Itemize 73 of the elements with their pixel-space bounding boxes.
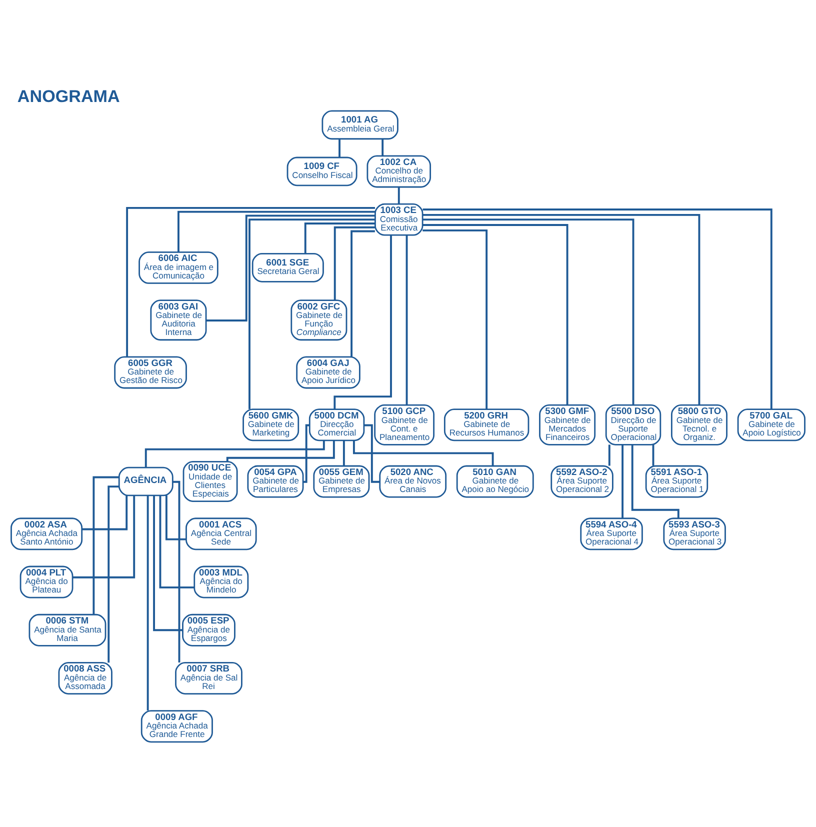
connector	[178, 210, 376, 252]
connector	[82, 495, 128, 530]
node-box: 5592 ASO-2 Área Suporte Operacional 2	[550, 464, 614, 498]
connector	[126, 206, 375, 356]
connector	[422, 208, 772, 409]
node-box: 0009 AGF Agência Achada Grande Frente	[140, 710, 213, 742]
node-box: 1009 CF Conselho Fiscal	[286, 156, 358, 186]
node-box: 6001 SGE Secretaria Geral	[252, 252, 324, 282]
connector	[422, 218, 634, 404]
node-box: 6002 GFC Gabinete de Função Compliance	[290, 299, 348, 340]
node-box: 0001 ACS Agência Central Sede	[186, 517, 257, 550]
node-box: 1003 CE Comissão Executiva	[374, 202, 424, 236]
connector	[248, 218, 376, 409]
node-box: 0002 ASA Agência Achada Santo António	[10, 517, 83, 550]
connector	[622, 444, 624, 518]
node-box: 5020 ANC Área de Novos Canais	[379, 464, 447, 498]
node-box: 0006 STM Agência de Santa Maria	[28, 613, 106, 646]
node-box: 5800 GTO Gabinete de Tecnol. e Organiz.	[670, 404, 728, 445]
connector	[406, 234, 408, 404]
connector	[608, 444, 610, 466]
connector	[364, 424, 380, 482]
node-box: 0003 MDL Agência do Mindelo	[194, 565, 249, 598]
node-box: 5100 GCP Gabinete de Cont. e Planeamento	[374, 404, 434, 445]
diagram-title: ANOGRAMA	[17, 86, 120, 106]
node-box: 5300 GMF Gabinete de Mercados Financeiros	[539, 404, 596, 445]
node-box: 5010 GAN Gabinete de Apoio ao Negócio	[456, 464, 534, 498]
node-box: 5500 DSO Direcção de Suporte Operacional	[605, 404, 662, 445]
connector	[172, 480, 180, 662]
node-box: 5600 GMK Gabinete de Marketing	[242, 408, 300, 441]
node-box: 5591 ASO-1 Área Suporte Operacional 1	[645, 464, 708, 498]
node-box: 5000 DCM Direcção Comercial	[308, 408, 365, 441]
connector	[422, 224, 568, 404]
connector	[342, 440, 345, 466]
node-box: 5700 GAL Gabinete de Apoio Logístico	[737, 408, 806, 441]
connector	[334, 234, 392, 409]
node-box: 6004 GAJ Gabinete de Apoio Jurídico	[296, 356, 360, 388]
connector	[422, 228, 488, 409]
node-box: 0004 PLT Agência do Plateau	[20, 565, 74, 598]
node-box: 0008 ASS Agência de Assomada	[58, 662, 112, 694]
connector	[422, 213, 700, 404]
connector	[652, 444, 654, 466]
connector	[350, 230, 375, 356]
node-box: 0054 GPA Gabinete de Particulares	[247, 464, 304, 498]
connector	[146, 495, 149, 710]
connector	[398, 186, 400, 204]
connector	[108, 485, 119, 662]
connector	[304, 222, 376, 254]
node-box: 1002 CA Concelho de Administração	[366, 154, 431, 188]
node-box: 0007 SRB Agência de Sal Rei	[175, 662, 242, 694]
connector	[334, 226, 376, 300]
node-box: 5594 ASO-4 Área Suporte Operacional 4	[580, 517, 643, 550]
connector	[352, 440, 494, 466]
node-box: 0055 GEM Gabinete de Empresas	[313, 464, 370, 498]
connector	[226, 440, 335, 462]
node-box: 6003 GAI Gabinete de Auditoria Interna	[150, 299, 207, 340]
connector	[382, 138, 384, 156]
connector	[92, 476, 119, 614]
connector	[338, 138, 340, 157]
node-box: 0090 UCE Unidade de Clientes Especiais	[182, 460, 238, 502]
connector	[153, 495, 183, 631]
connector	[144, 440, 325, 467]
connector	[165, 495, 186, 540]
node-box: 5593 ASO-3 Área Suporte Operacional 3	[663, 517, 726, 550]
node-box: 6005 GGR Gabinete de Gestão de Risco	[114, 356, 187, 388]
node-box: 5200 GRH Gabinete de Recursos Humanos	[444, 408, 530, 441]
connector	[206, 214, 376, 321]
node-box: 0005 ESP Agência de Espargos	[182, 613, 236, 646]
node-box: AGÊNCIA	[118, 466, 174, 496]
node-box: 1001 AG Assembleia Geral	[322, 110, 398, 140]
connector	[631, 444, 680, 518]
connector	[159, 495, 194, 588]
connector	[72, 495, 136, 578]
node-box: 6006 AIC Área de imagem e Comunicação	[138, 250, 218, 284]
